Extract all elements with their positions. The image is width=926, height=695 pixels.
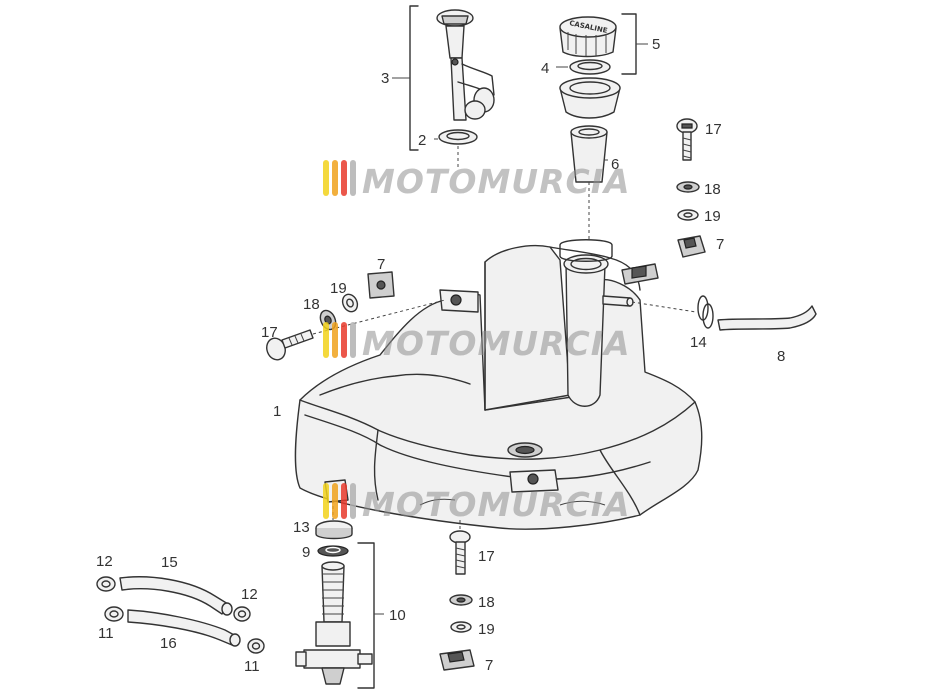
watermark-stripe (332, 160, 338, 196)
part-label: 14 (690, 334, 707, 351)
part-label: 2 (418, 132, 426, 149)
part-label: 12 (241, 586, 258, 603)
part-label: 18 (704, 181, 721, 198)
filler-neck-tube (570, 125, 608, 183)
fuel-cap: CASALINE (559, 16, 617, 58)
hose-clip-lower-left (104, 606, 124, 622)
watermark-stripe (350, 160, 356, 196)
clip-nut-mid-left (367, 271, 395, 299)
part-label: 7 (716, 236, 724, 253)
part-label: 6 (611, 156, 619, 173)
hose-clip-lower-right (247, 638, 265, 654)
cap-gasket (569, 59, 611, 75)
fuel-tap (295, 561, 373, 685)
part-label: 1 (273, 403, 281, 420)
part-label: 8 (777, 348, 785, 365)
watermark-stripe (350, 322, 356, 358)
watermark-middle: MOTOMURCIA (323, 322, 631, 363)
spring-washer-bottom (450, 621, 472, 633)
screw-bottom (449, 530, 471, 575)
filler-insert (559, 77, 621, 119)
part-label: 18 (478, 594, 495, 611)
hose-clip-upper-left (96, 576, 116, 592)
spring-washer-mid-left (341, 293, 359, 313)
part-label: 7 (485, 657, 493, 674)
fuel-hose-lower (127, 609, 241, 647)
fuel-hose-upper (119, 576, 233, 616)
hose-clip-upper-right (233, 606, 251, 622)
hose-clamp-right (697, 295, 714, 329)
part-label: 12 (96, 553, 113, 570)
part-label: 17 (478, 548, 495, 565)
screw-top-right (676, 118, 698, 161)
watermark-stripe (332, 322, 338, 358)
clip-nut-top-right (677, 235, 706, 258)
washer-bottom (449, 594, 473, 606)
part-label: 15 (161, 554, 178, 571)
watermark-stripe (341, 483, 347, 519)
part-label: 19 (704, 208, 721, 225)
screw-mid-left (266, 329, 314, 361)
watermark-stripe (350, 483, 356, 519)
washer-top-right (676, 181, 700, 193)
part-label: 3 (381, 70, 389, 87)
part-label: 17 (261, 324, 278, 341)
watermark-stripe (323, 483, 329, 519)
part-label: 10 (389, 607, 406, 624)
part-label: 17 (705, 121, 722, 138)
watermark-top: MOTOMURCIA (323, 160, 631, 201)
part-label: 16 (160, 635, 177, 652)
watermark-stripe (323, 322, 329, 358)
part-label: 11 (244, 658, 260, 675)
clip-nut-bottom (439, 649, 475, 671)
watermark-bottom: MOTOMURCIA (323, 483, 631, 524)
watermark-text: MOTOMURCIA (362, 324, 631, 363)
part-labels: 1 2 3 4 5 6 7 7 7 8 9 10 11 11 12 12 13 … (96, 36, 785, 675)
watermark-stripe (323, 160, 329, 196)
watermark-text: MOTOMURCIA (362, 162, 631, 201)
fuel-level-sender (436, 9, 495, 121)
part-label: 7 (377, 256, 385, 273)
sender-seal (438, 129, 478, 145)
watermark-stripe (332, 483, 338, 519)
part-label: 11 (98, 625, 114, 642)
watermark-text: MOTOMURCIA (362, 485, 631, 524)
part-label: 5 (652, 36, 660, 53)
part-label: 19 (478, 621, 495, 638)
spring-washer-top-right (677, 209, 699, 221)
tap-clamp (315, 520, 353, 540)
part-label: 4 (541, 60, 549, 77)
watermark-stripe (341, 322, 347, 358)
fuel-tank (294, 239, 703, 530)
part-label: 13 (293, 519, 310, 536)
part-label: 18 (303, 296, 320, 313)
tap-seal (317, 545, 349, 557)
watermark-stripe (341, 160, 347, 196)
breather-hose (717, 305, 817, 331)
part-label: 19 (330, 280, 347, 297)
part-label: 9 (302, 544, 310, 561)
